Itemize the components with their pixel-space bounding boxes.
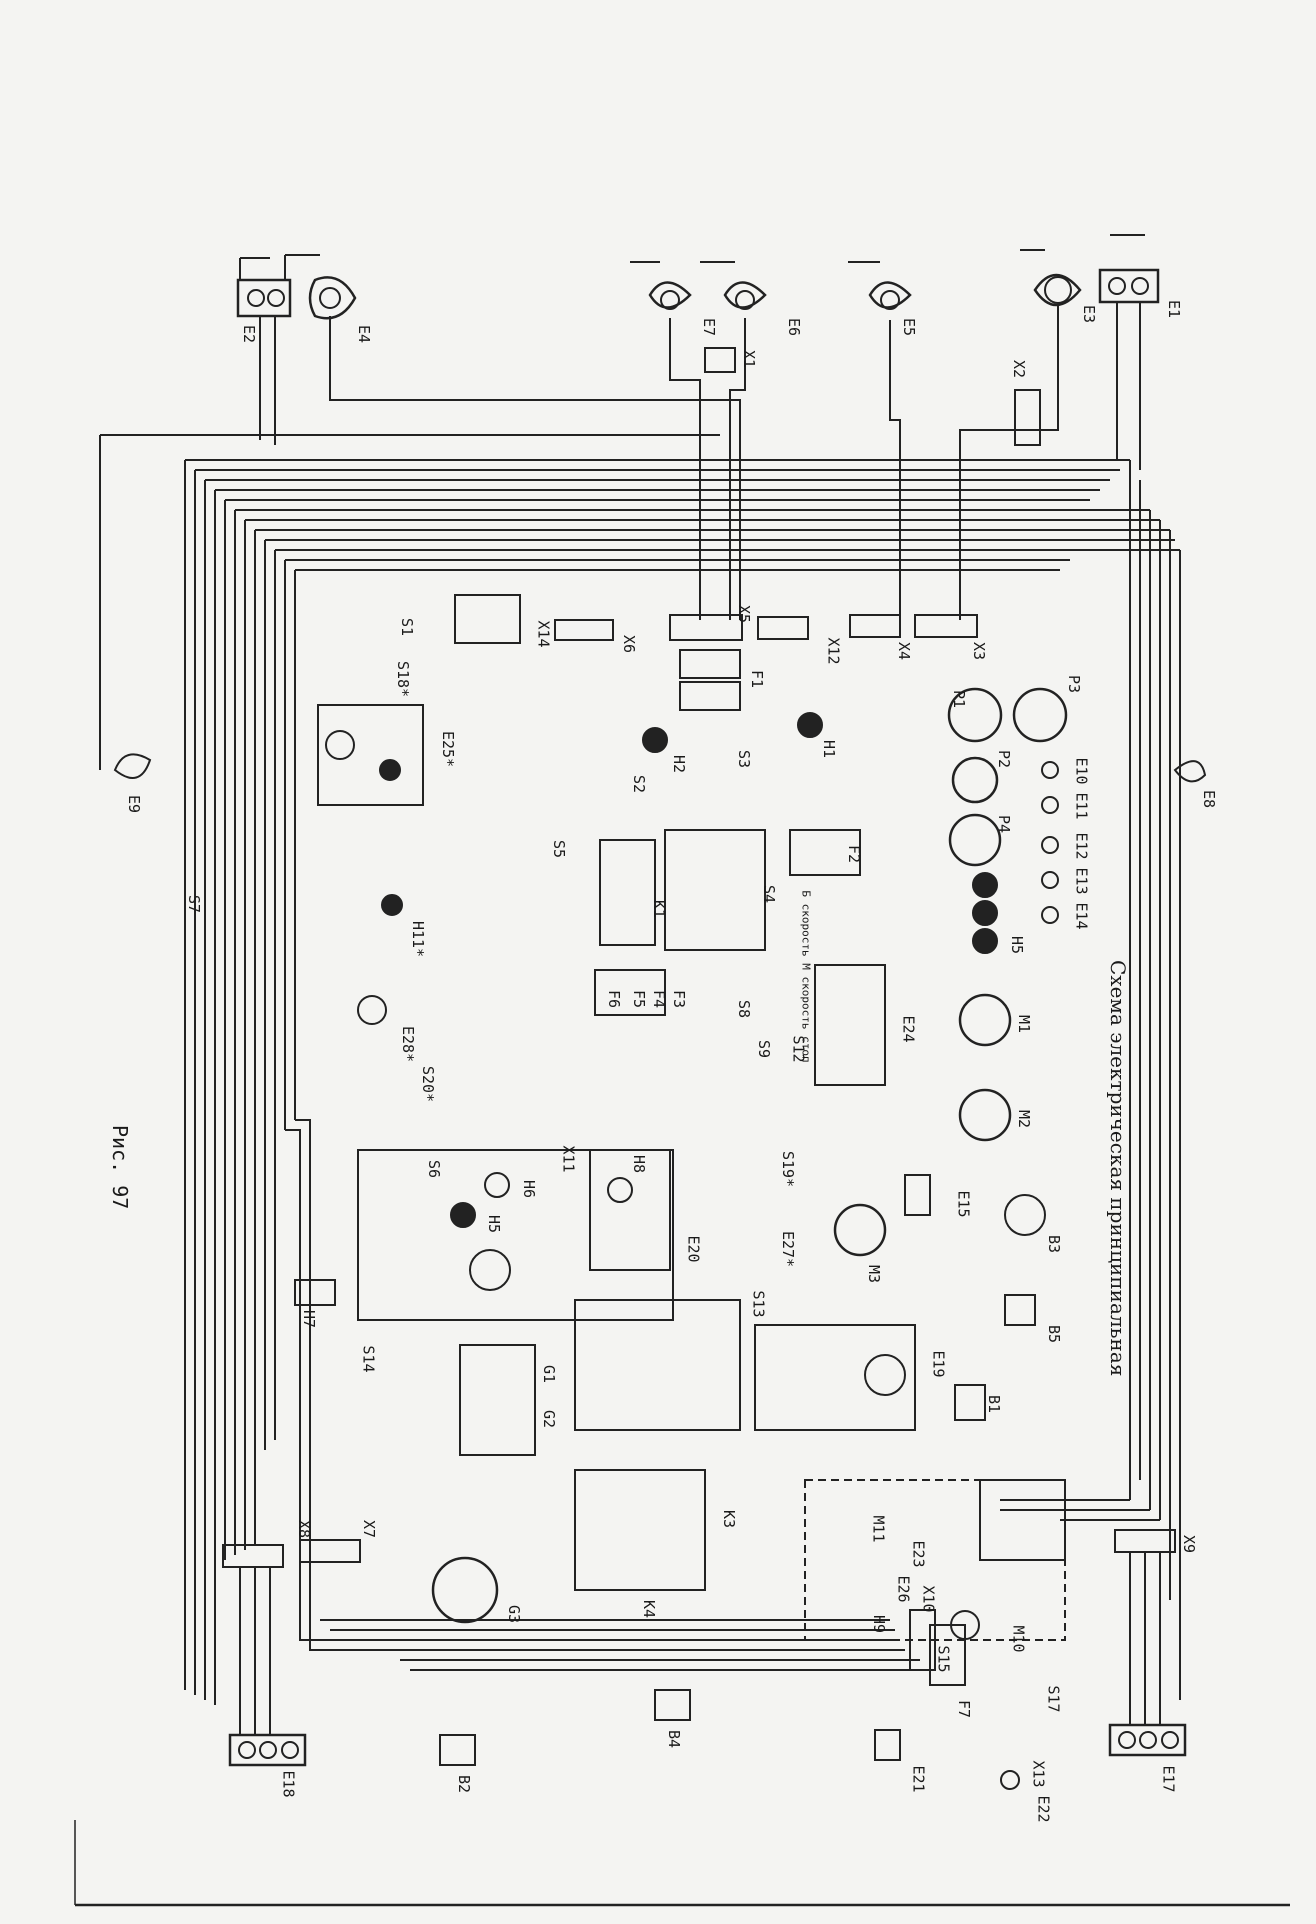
label-x8: X8 [295, 1519, 314, 1539]
label-e10: E10 [1072, 757, 1091, 785]
label-g3: G3 [505, 1604, 524, 1624]
label-x13: X13 [1029, 1760, 1048, 1788]
label-f1: F1 [748, 669, 767, 689]
label-e21: E21 [909, 1765, 928, 1793]
label-s9-s12: S9 [755, 1039, 774, 1059]
label-h8: H8 [630, 1154, 649, 1174]
label-e24: E24 [899, 1015, 918, 1043]
label-k3: K3 [720, 1509, 739, 1529]
label-x14: X14 [534, 620, 553, 648]
label-x6: X6 [620, 634, 639, 654]
label-k1: K1 [650, 899, 669, 919]
label-e5: E5 [900, 317, 919, 337]
label-e19: E19 [929, 1350, 948, 1378]
label-f2: F2 [845, 844, 864, 864]
label-s6: S6 [425, 1159, 444, 1179]
label-s1: S1 [398, 617, 417, 637]
label-e13: E13 [1072, 867, 1091, 895]
label-x11: X11 [559, 1145, 578, 1173]
figure-caption: Рис. 97 [108, 1125, 132, 1210]
label-p1: P1 [950, 689, 969, 709]
label-s3: S3 [735, 749, 754, 769]
label-s15: S15 [934, 1645, 953, 1673]
label-e26: E26 [894, 1575, 913, 1603]
label-b1: B1 [985, 1394, 1004, 1414]
label-f6: F6 [605, 989, 624, 1009]
label-p4: P4 [995, 814, 1014, 834]
label-h7: H7 [300, 1309, 319, 1329]
label-x9: X9 [1180, 1534, 1199, 1554]
label-s8: S8 [735, 999, 754, 1019]
label-s4: S4 [760, 884, 779, 904]
label-k4: K4 [640, 1599, 659, 1619]
label-e9: E9 [125, 794, 144, 814]
label-e24-text: Б скорость М скорость стоп [799, 890, 813, 1063]
label-s13: S13 [749, 1290, 768, 1318]
label-m3: M3 [865, 1264, 884, 1284]
label-x2: X2 [1010, 359, 1029, 379]
label-e6: E6 [785, 317, 804, 337]
label-e2: E2 [240, 324, 259, 344]
label-f3: F3 [670, 989, 689, 1009]
label-s17: S17 [1044, 1685, 1063, 1713]
label-e25: E25* [439, 730, 458, 768]
label-e18: E18 [279, 1770, 298, 1798]
label-h5b: H5 [485, 1214, 504, 1234]
label-e17: E17 [1159, 1765, 1178, 1793]
label-b4: B4 [665, 1729, 684, 1749]
diagram-title: Схема электрическая принципиальная [1106, 960, 1130, 1377]
label-h6: H6 [520, 1179, 539, 1199]
label-h9: H9 [870, 1614, 889, 1634]
label-s20: S20* [419, 1065, 438, 1103]
label-e7: E7 [700, 317, 719, 337]
label-m2: M2 [1015, 1109, 1034, 1129]
label-s7: S7 [185, 894, 204, 914]
label-h2: H2 [670, 754, 689, 774]
label-x5: X5 [735, 604, 754, 624]
label-g1: G1 [540, 1364, 559, 1384]
label-x12: X12 [824, 637, 843, 665]
label-h11: H11* [409, 920, 428, 958]
label-h1: H1 [820, 739, 839, 759]
label-s5: S5 [550, 839, 569, 859]
label-x1: X1 [740, 349, 759, 369]
label-e12: E12 [1072, 832, 1091, 860]
label-e3: E3 [1080, 304, 1099, 324]
label-b2: B2 [455, 1774, 474, 1794]
label-e22: E22 [1034, 1795, 1053, 1823]
label-e27: E27* [779, 1230, 798, 1268]
label-f5: F5 [630, 989, 649, 1009]
label-x7: X7 [360, 1519, 379, 1539]
label-m11: M11 [869, 1515, 888, 1543]
label-e8: E8 [1200, 789, 1219, 809]
label-p2: P2 [995, 749, 1014, 769]
label-e11: E11 [1072, 792, 1091, 820]
label-b3: B3 [1045, 1234, 1064, 1254]
label-x4: X4 [895, 641, 914, 661]
label-x10: X10 [919, 1585, 938, 1613]
label-e4: E4 [355, 324, 374, 344]
label-e20: E20 [684, 1235, 703, 1263]
label-m10: M10 [1009, 1625, 1028, 1653]
label-s14: S14 [359, 1345, 378, 1373]
label-h5: H5 [1008, 935, 1027, 955]
label-e14: E14 [1072, 902, 1091, 930]
label-s19: S19* [779, 1150, 798, 1188]
label-f7: F7 [955, 1699, 974, 1719]
label-f4: F4 [650, 989, 669, 1009]
label-p3: P3 [1065, 674, 1084, 694]
label-e23: E23 [909, 1540, 928, 1568]
label-b5: B5 [1045, 1324, 1064, 1344]
label-m1: M1 [1015, 1014, 1034, 1034]
label-e1: E1 [1165, 299, 1184, 319]
label-x3: X3 [970, 641, 989, 661]
label-e28: E28* [399, 1025, 418, 1063]
label-s2: S2 [630, 774, 649, 794]
label-e15: E15 [954, 1190, 973, 1218]
label-g2: G2 [540, 1409, 559, 1429]
label-s18: S18* [394, 660, 413, 698]
